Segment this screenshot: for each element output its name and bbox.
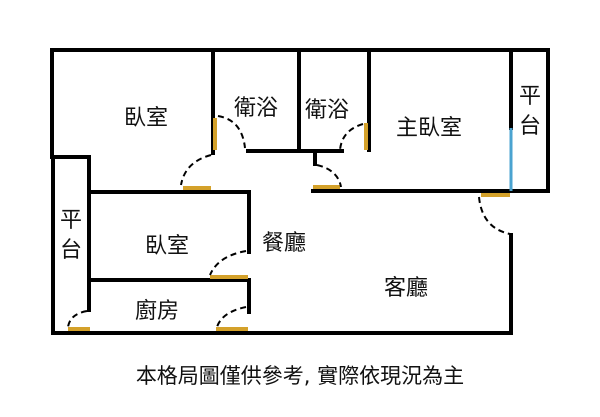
room-label-bedroom-top: 臥室: [124, 106, 169, 131]
doors: [67, 115, 511, 331]
room-label-living: 客廳: [384, 276, 429, 301]
room-label-dining: 餐廳: [262, 231, 307, 256]
room-label-bath-1: 衛浴: [234, 96, 279, 121]
room-label-master-bedroom: 主臥室: [396, 116, 463, 141]
room-label-balcony-left: 平台: [59, 208, 82, 263]
walls: [50, 48, 550, 335]
room-label-kitchen: 廚房: [135, 299, 180, 324]
disclaimer-caption: 本格局圖僅供參考, 實際依現況為主: [135, 364, 465, 388]
room-label-bath-2: 衛浴: [305, 98, 350, 123]
room-label-bedroom-mid: 臥室: [145, 234, 190, 259]
room-label-balcony-right: 平台: [518, 84, 541, 139]
